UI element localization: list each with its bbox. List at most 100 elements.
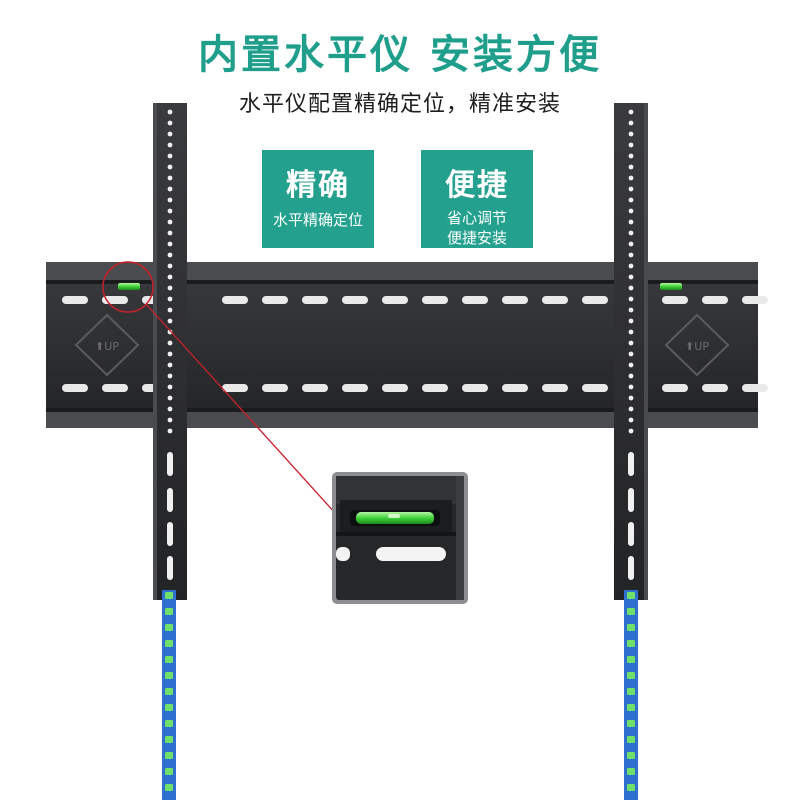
strap-stitch bbox=[627, 704, 635, 711]
arm-slot bbox=[628, 488, 634, 512]
arm-hole bbox=[167, 340, 173, 346]
strap-stitch bbox=[627, 736, 635, 743]
arm-slot bbox=[167, 556, 173, 580]
arm-hole bbox=[167, 373, 173, 379]
up-label: UP bbox=[694, 340, 709, 353]
strap-stitch bbox=[165, 624, 173, 631]
mount-slot bbox=[702, 384, 728, 392]
subheadline: 水平仪配置精确定位，精准安装 bbox=[238, 92, 561, 117]
mount-slot bbox=[382, 296, 408, 304]
strap-stitch bbox=[627, 688, 635, 695]
arm-hole bbox=[628, 197, 634, 203]
strap-stitch bbox=[627, 592, 635, 599]
strap-stitch bbox=[165, 720, 173, 727]
strap-stitch bbox=[165, 784, 173, 791]
mount-slot bbox=[462, 384, 488, 392]
strap-stitch bbox=[165, 656, 173, 663]
arm-hole bbox=[628, 406, 634, 412]
mount-slot bbox=[662, 384, 688, 392]
arm-hole bbox=[167, 318, 173, 324]
mount-slot bbox=[222, 384, 248, 392]
arm-hole bbox=[167, 296, 173, 302]
arm-hole bbox=[167, 285, 173, 291]
arm-hole bbox=[167, 307, 173, 313]
arm-hole bbox=[167, 109, 173, 115]
arm-slot bbox=[167, 488, 173, 512]
arm-hole bbox=[167, 219, 173, 225]
arm-hole bbox=[628, 307, 634, 313]
arm-hole bbox=[167, 351, 173, 357]
strap-stitch bbox=[627, 624, 635, 631]
strap-stitch bbox=[165, 592, 173, 599]
arm-hole bbox=[628, 340, 634, 346]
strap-stitch bbox=[627, 768, 635, 775]
arm-hole bbox=[167, 208, 173, 214]
svg-text:⬆UP: ⬆UP bbox=[95, 340, 119, 353]
arm-hole bbox=[167, 362, 173, 368]
arm-hole bbox=[167, 186, 173, 192]
strap-stitch bbox=[165, 752, 173, 759]
mount-slot bbox=[702, 296, 728, 304]
arm-hole bbox=[628, 329, 634, 335]
arm-hole bbox=[167, 120, 173, 126]
arm-hole bbox=[628, 395, 634, 401]
arm-hole bbox=[628, 175, 634, 181]
arm-hole bbox=[167, 274, 173, 280]
arm-hole bbox=[628, 109, 634, 115]
mount-slot bbox=[742, 296, 768, 304]
arm-hole bbox=[167, 230, 173, 236]
arm-hole bbox=[167, 384, 173, 390]
badge-desc: 省心调节 便捷安装 bbox=[421, 208, 533, 248]
strap-stitch bbox=[627, 752, 635, 759]
mount-slot bbox=[342, 296, 368, 304]
arm-hole bbox=[628, 142, 634, 148]
feature-badge-convenient: 便捷 省心调节 便捷安装 bbox=[421, 150, 533, 248]
arm-hole bbox=[167, 329, 173, 335]
strap-stitch bbox=[627, 720, 635, 727]
arm-hole bbox=[628, 428, 634, 434]
arm-hole bbox=[628, 219, 634, 225]
bubble-level-icon bbox=[118, 283, 140, 290]
mount-slot bbox=[542, 384, 568, 392]
arm-hole bbox=[167, 406, 173, 412]
mount-slot bbox=[502, 384, 528, 392]
mount-slot bbox=[502, 296, 528, 304]
arm-hole bbox=[628, 373, 634, 379]
strap-stitch bbox=[165, 608, 173, 615]
arm-hole bbox=[167, 153, 173, 159]
arm-hole bbox=[628, 384, 634, 390]
mount-slot bbox=[262, 384, 288, 392]
mount-slot bbox=[582, 384, 608, 392]
arm-hole bbox=[628, 164, 634, 170]
feature-badge-precise: 精确 水平精确定位 bbox=[262, 150, 374, 248]
arm-hole bbox=[628, 131, 634, 137]
arrow-up-icon: ⬆ bbox=[685, 340, 694, 353]
arm-hole bbox=[167, 197, 173, 203]
headline: 内置水平仪 安装方便 bbox=[198, 32, 602, 78]
mount-slot bbox=[662, 296, 688, 304]
arrow-up-icon: ⬆ bbox=[95, 340, 104, 353]
arm-slot bbox=[628, 522, 634, 546]
arm-hole bbox=[167, 417, 173, 423]
arm-slot bbox=[628, 452, 634, 476]
arm-hole bbox=[628, 362, 634, 368]
up-plate-left: ⬆UP bbox=[74, 313, 140, 377]
arm-slot bbox=[628, 556, 634, 580]
arm-hole bbox=[628, 318, 634, 324]
strap-stitch bbox=[165, 640, 173, 647]
strap-stitch bbox=[165, 736, 173, 743]
arm-hole bbox=[628, 120, 634, 126]
mount-slot bbox=[62, 296, 88, 304]
mounting-slots-top bbox=[62, 296, 768, 304]
safety-straps bbox=[162, 590, 638, 800]
arm-hole bbox=[628, 208, 634, 214]
arm-hole bbox=[628, 285, 634, 291]
strap-stitch bbox=[165, 672, 173, 679]
arm-hole bbox=[167, 263, 173, 269]
strap-stitch bbox=[627, 656, 635, 663]
vertical-arm-right bbox=[614, 103, 648, 600]
up-label: UP bbox=[104, 340, 119, 353]
strap-stitch bbox=[627, 640, 635, 647]
arm-hole bbox=[628, 351, 634, 357]
